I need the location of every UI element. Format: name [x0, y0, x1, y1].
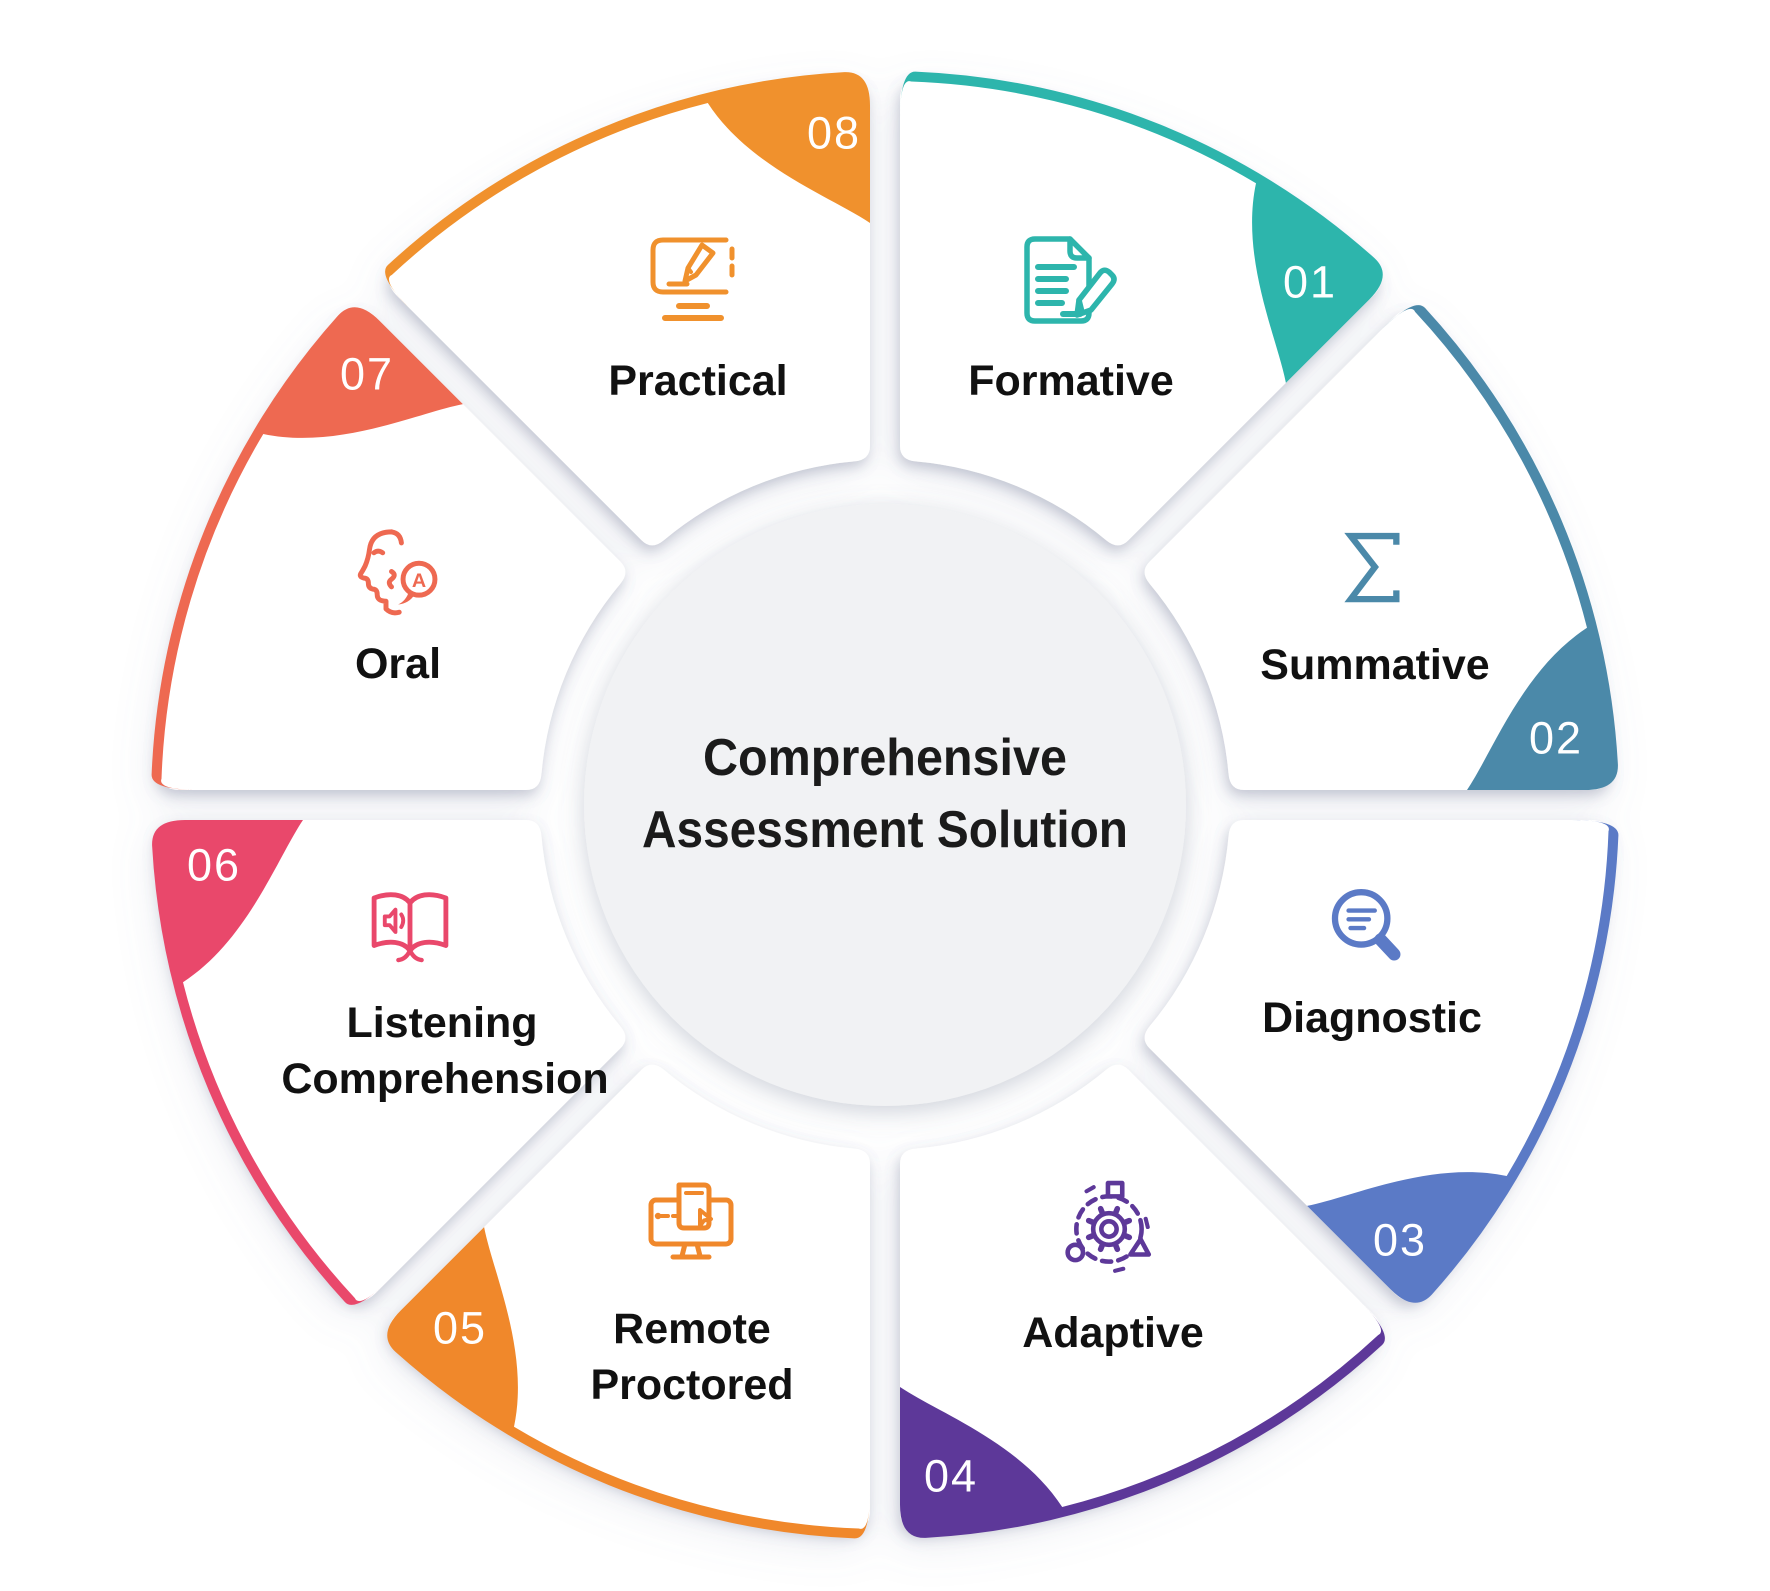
- svg-text:Remote: Remote: [613, 1305, 771, 1353]
- svg-text:08: 08: [807, 108, 861, 159]
- svg-text:Adaptive: Adaptive: [1022, 1309, 1204, 1357]
- svg-text:Comprehensive: Comprehensive: [703, 729, 1067, 787]
- svg-text:Oral: Oral: [355, 640, 441, 688]
- svg-text:04: 04: [924, 1451, 978, 1502]
- svg-text:06: 06: [187, 840, 241, 891]
- svg-text:05: 05: [433, 1303, 487, 1354]
- svg-text:Practical: Practical: [608, 357, 787, 405]
- svg-text:A: A: [412, 570, 426, 592]
- svg-text:Assessment Solution: Assessment Solution: [642, 801, 1128, 859]
- svg-text:Comprehension: Comprehension: [281, 1055, 608, 1103]
- svg-text:Summative: Summative: [1260, 641, 1489, 689]
- svg-text:Diagnostic: Diagnostic: [1262, 994, 1482, 1042]
- svg-text:03: 03: [1373, 1215, 1427, 1266]
- svg-text:07: 07: [340, 349, 394, 400]
- svg-text:Formative: Formative: [968, 357, 1174, 405]
- svg-text:02: 02: [1529, 713, 1583, 764]
- svg-text:01: 01: [1283, 257, 1337, 308]
- svg-text:Proctored: Proctored: [590, 1361, 793, 1409]
- svg-text:Listening: Listening: [346, 999, 537, 1047]
